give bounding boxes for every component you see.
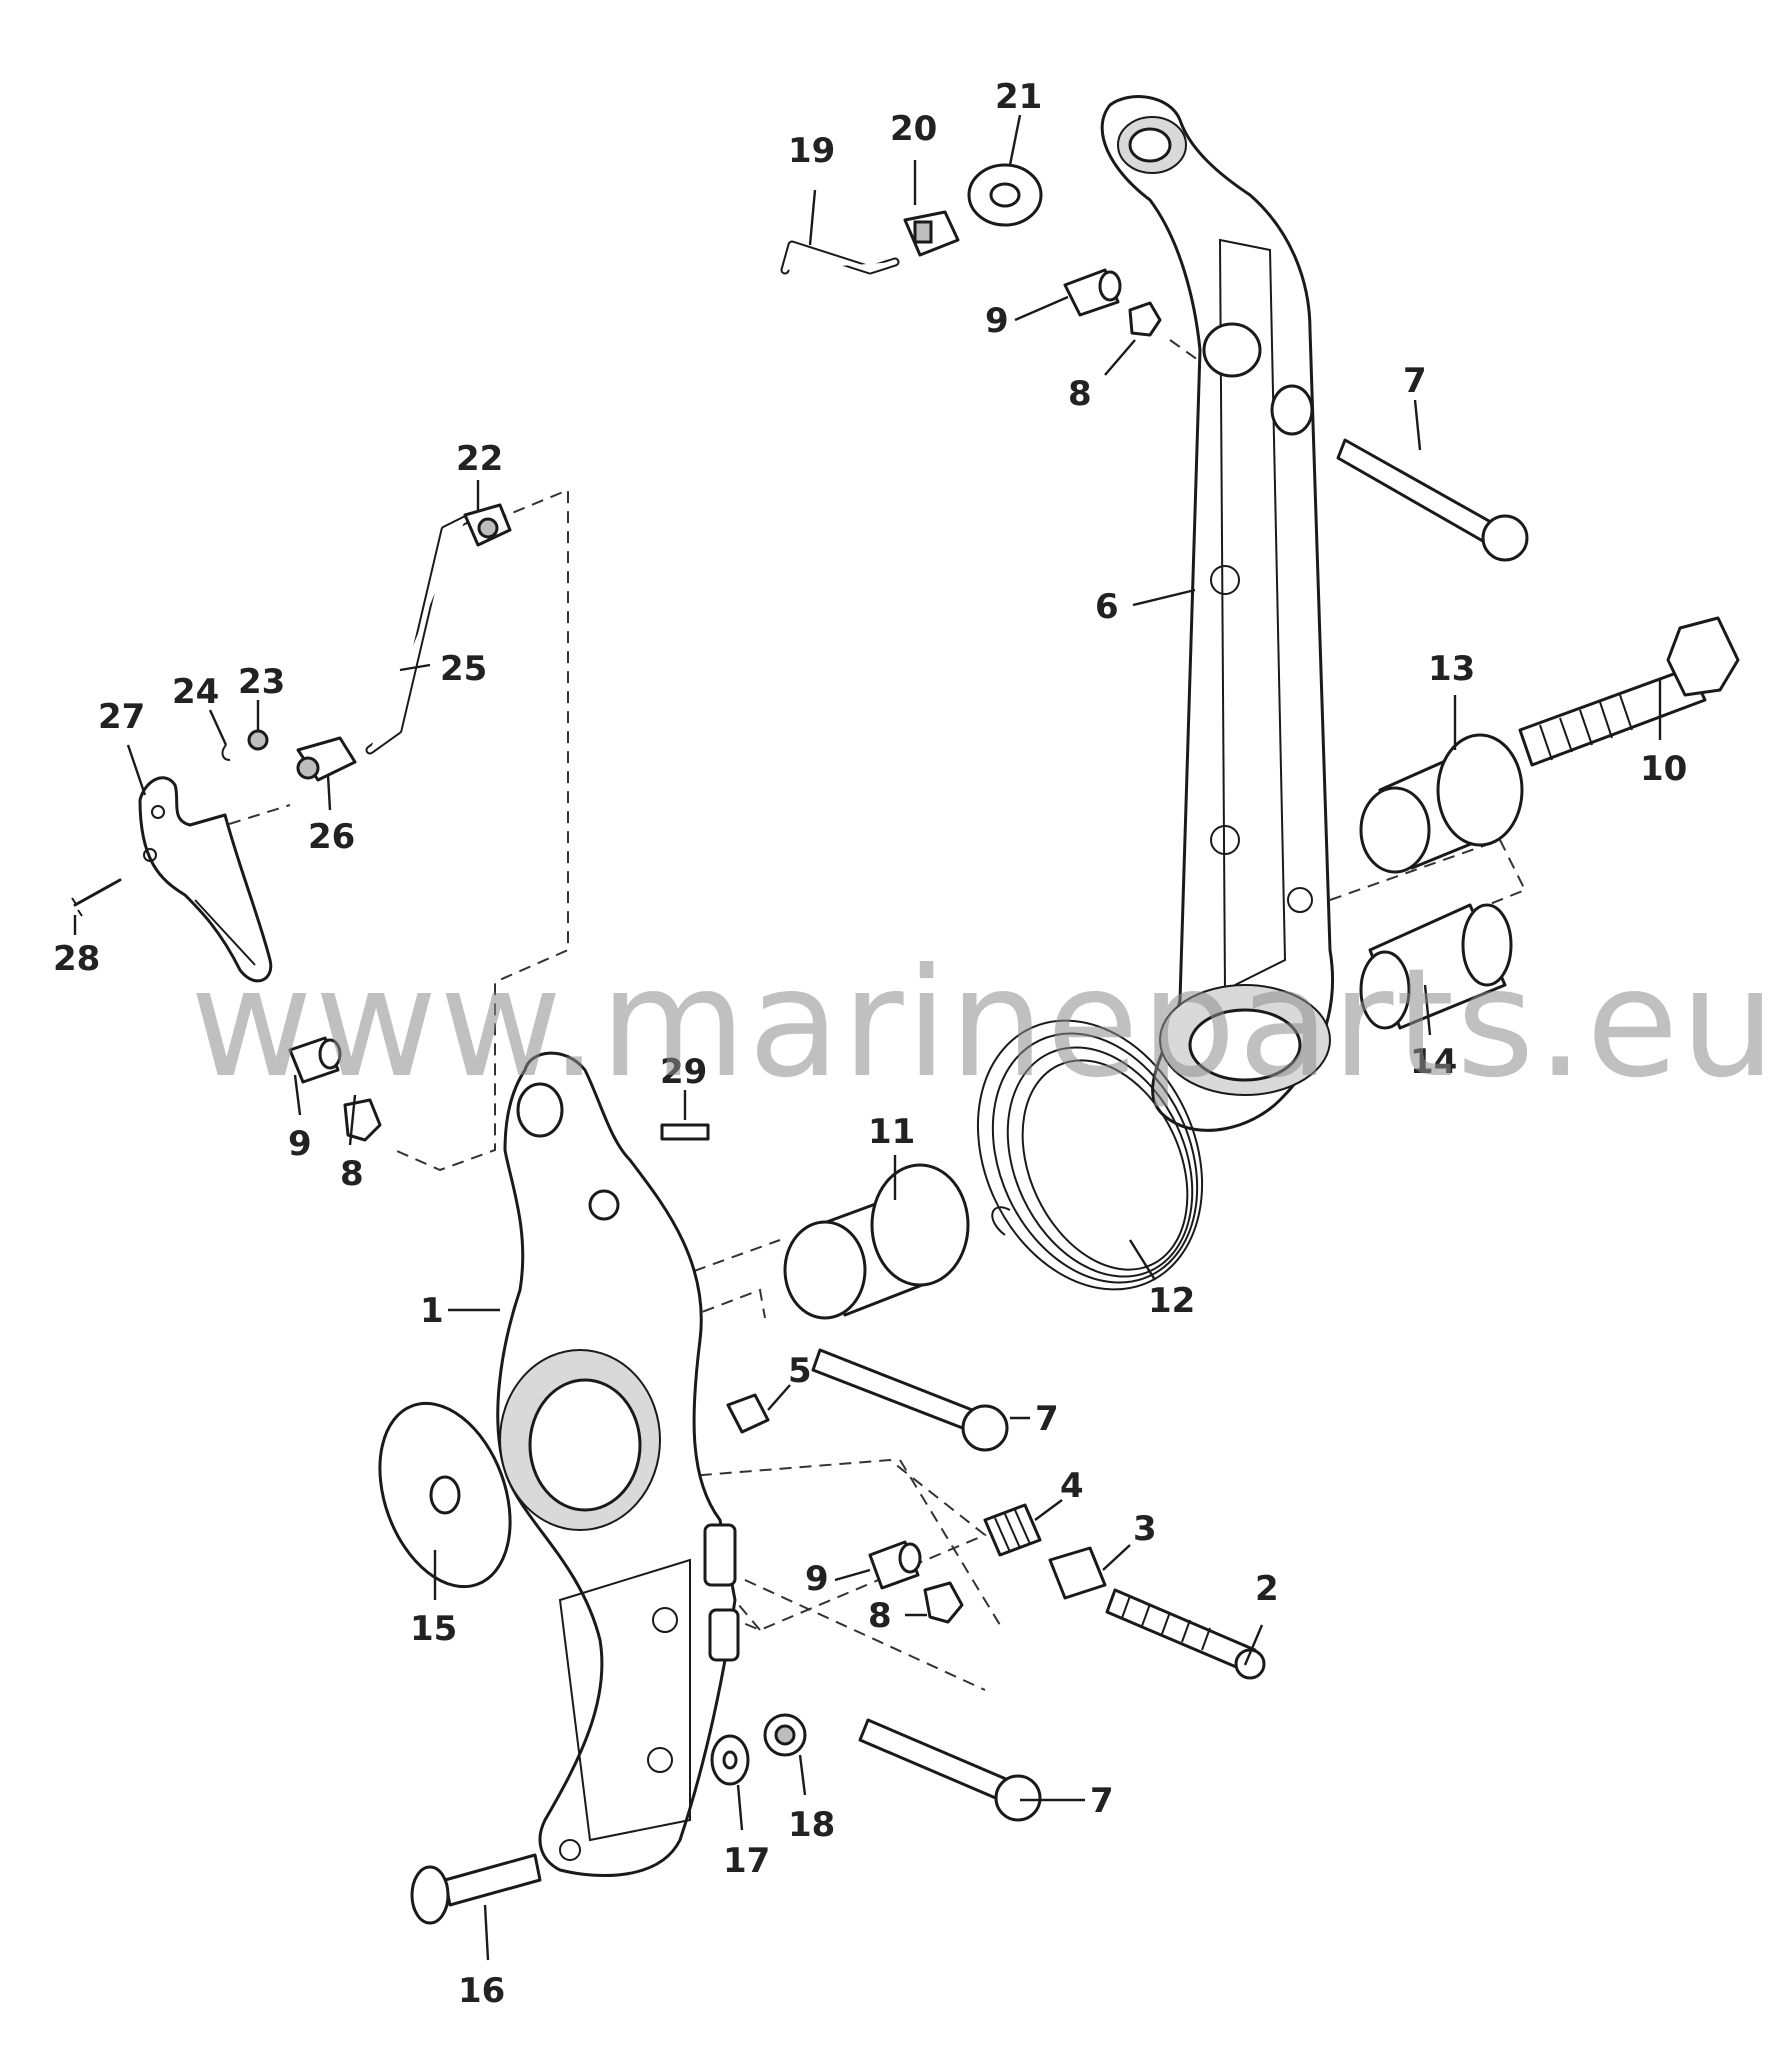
small-fittings xyxy=(221,163,1162,1786)
callout-21: 21 xyxy=(995,77,1042,117)
callout-19: 19 xyxy=(788,131,835,171)
callout-20: 20 xyxy=(890,109,937,149)
leader-lines xyxy=(73,114,1662,1961)
steering-arm-upper xyxy=(1100,95,1334,1132)
washer xyxy=(378,1401,512,1589)
callout-8-middle: 8 xyxy=(868,1596,892,1636)
callout-18: 18 xyxy=(788,1805,835,1845)
link-rods xyxy=(365,240,900,755)
callout-13: 13 xyxy=(1428,649,1475,689)
callout-29: 29 xyxy=(660,1052,707,1092)
torsion-spring xyxy=(976,1019,1204,1291)
callout-1: 1 xyxy=(420,1291,444,1331)
callout-10: 10 xyxy=(1640,749,1687,789)
steering-arm-lower xyxy=(496,1051,740,1878)
throttle-cam-linkage xyxy=(71,776,273,983)
callout-27: 27 xyxy=(98,697,145,737)
callout-9-middle: 9 xyxy=(805,1559,829,1599)
callout-26: 26 xyxy=(308,817,355,857)
callout-labels: 1 2 3 4 5 6 7 7 7 8 8 8 9 9 9 10 11 12 1… xyxy=(53,77,1687,2011)
callout-2: 2 xyxy=(1255,1569,1279,1609)
callout-7-lower: 7 xyxy=(1090,1781,1114,1821)
callout-9-upper: 9 xyxy=(985,301,1009,341)
callout-15: 15 xyxy=(410,1609,457,1649)
callout-24: 24 xyxy=(172,672,219,712)
callout-28: 28 xyxy=(53,939,100,979)
callout-23: 23 xyxy=(238,662,285,702)
callout-11: 11 xyxy=(868,1112,915,1152)
callout-25: 25 xyxy=(440,649,487,689)
callout-12: 12 xyxy=(1148,1281,1195,1321)
callout-9-left: 9 xyxy=(288,1124,312,1164)
callout-3: 3 xyxy=(1133,1509,1157,1549)
callout-4: 4 xyxy=(1060,1466,1084,1506)
callout-7-upper: 7 xyxy=(1403,361,1427,401)
bolts xyxy=(410,438,1740,1925)
callout-14: 14 xyxy=(1410,1042,1457,1082)
callout-8-left: 8 xyxy=(340,1154,364,1194)
bushings xyxy=(783,733,1524,1320)
callout-16: 16 xyxy=(458,1971,505,2011)
callout-6: 6 xyxy=(1095,587,1119,627)
callout-17: 17 xyxy=(723,1841,770,1881)
callout-22: 22 xyxy=(456,439,503,479)
callout-7-middle: 7 xyxy=(1035,1399,1059,1439)
callout-8-upper: 8 xyxy=(1068,374,1092,414)
watermark-text: www.marineparts.eu xyxy=(190,937,1778,1111)
callout-5: 5 xyxy=(788,1351,812,1391)
